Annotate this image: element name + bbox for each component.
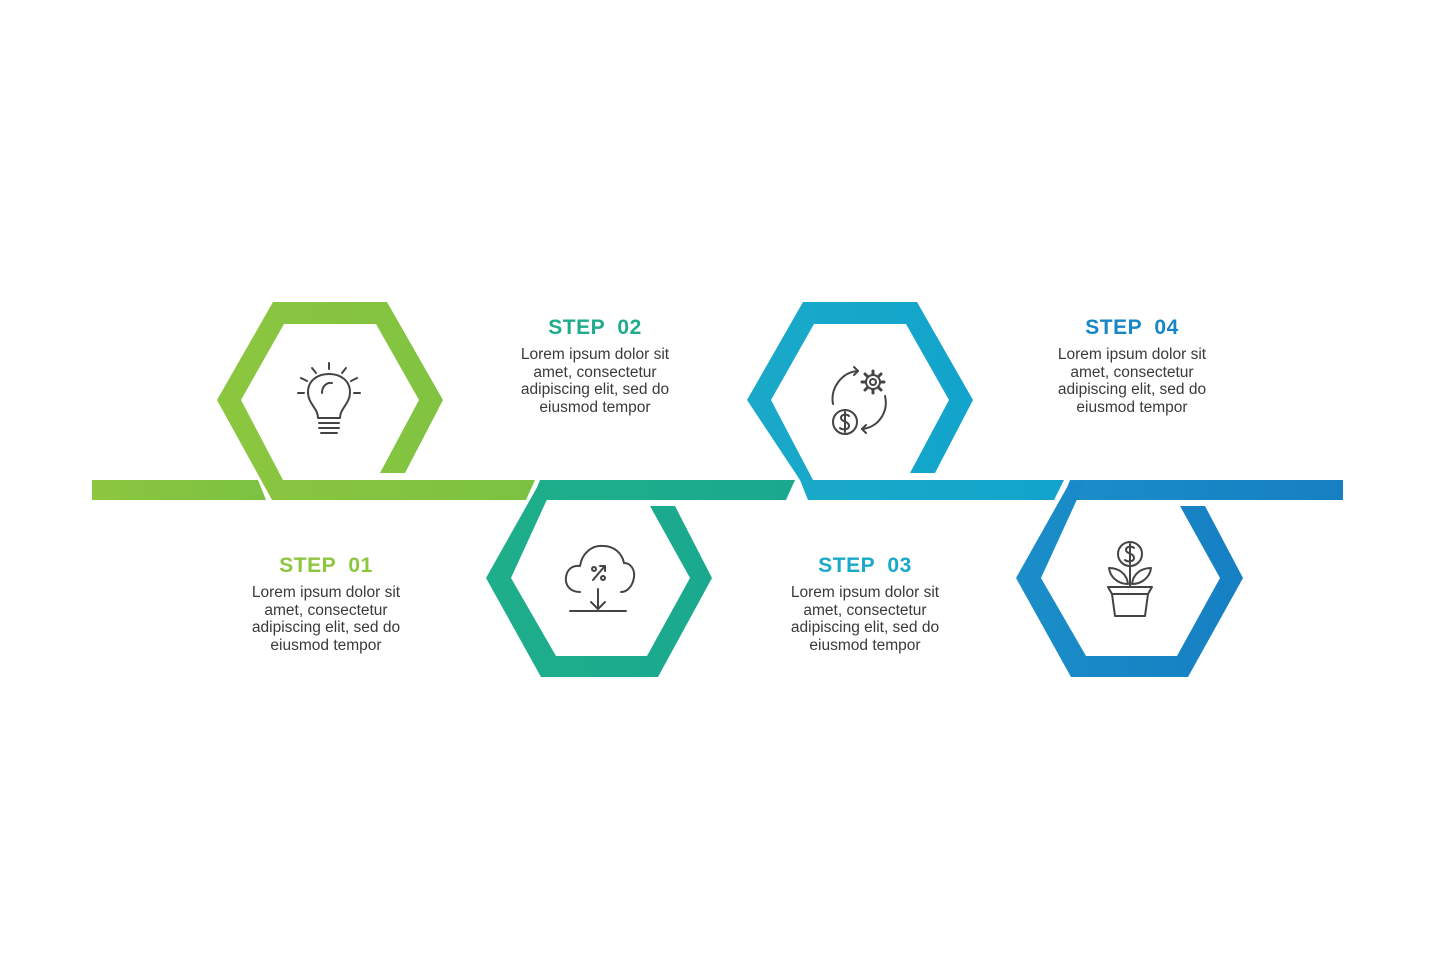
money-plant-icon bbox=[1107, 541, 1153, 617]
step-03-line-2: amet, consectetur bbox=[803, 601, 927, 619]
step-02-description: Lorem ipsum dolor sit amet, consectetur … bbox=[475, 346, 715, 416]
step-03-shape bbox=[747, 302, 1064, 500]
step-01-line-2: amet, consectetur bbox=[264, 601, 388, 619]
step-02-line-2: amet, consectetur bbox=[533, 363, 657, 381]
step-04-line-2: amet, consectetur bbox=[1070, 363, 1194, 381]
step-01-line-4: eiusmod tempor bbox=[270, 636, 382, 654]
step-04-shape bbox=[1016, 480, 1343, 677]
lightbulb-icon bbox=[297, 362, 361, 434]
step-01-title: STEP 01 bbox=[279, 554, 373, 577]
step-01-hexagon bbox=[217, 302, 535, 500]
step-03-text: STEP 03 Lorem ipsum dolor sit amet, cons… bbox=[745, 554, 985, 654]
step-04-line bbox=[1062, 480, 1343, 500]
step-01-line-1: Lorem ipsum dolor sit bbox=[251, 584, 401, 601]
step-02-text: STEP 02 Lorem ipsum dolor sit amet, cons… bbox=[475, 316, 715, 416]
step-04-line-1: Lorem ipsum dolor sit bbox=[1057, 346, 1207, 363]
step-02-line-1: Lorem ipsum dolor sit bbox=[520, 346, 670, 363]
step-03-line bbox=[800, 480, 1064, 500]
step-04-text: STEP 04 Lorem ipsum dolor sit amet, cons… bbox=[1012, 316, 1252, 416]
step-01-shape bbox=[92, 302, 535, 500]
step-02-title: STEP 02 bbox=[548, 316, 642, 339]
step-02-line bbox=[532, 480, 795, 500]
step-03-hexagon bbox=[747, 302, 973, 480]
step-01-line-3: adipiscing elit, sed do bbox=[251, 619, 401, 636]
step-04-description: Lorem ipsum dolor sit amet, consectetur … bbox=[1012, 346, 1252, 416]
step-03-line-1: Lorem ipsum dolor sit bbox=[790, 584, 940, 601]
step-02-hexagon bbox=[486, 482, 712, 677]
step-01-text: STEP 01 Lorem ipsum dolor sit amet, cons… bbox=[206, 554, 446, 654]
cloud-download-percent-icon bbox=[564, 544, 636, 612]
step-03-description: Lorem ipsum dolor sit amet, consectetur … bbox=[745, 584, 985, 654]
step-01-line bbox=[92, 480, 266, 500]
gear-money-cycle-icon bbox=[831, 366, 887, 435]
step-03-title: STEP 03 bbox=[818, 554, 912, 577]
step-04-title: STEP 04 bbox=[1085, 316, 1179, 339]
step-03-line-4: eiusmod tempor bbox=[809, 636, 921, 654]
step-02-line-4: eiusmod tempor bbox=[539, 398, 651, 416]
step-04-line-4: eiusmod tempor bbox=[1076, 398, 1188, 416]
step-03-line-3: adipiscing elit, sed do bbox=[790, 619, 940, 636]
step-02-shape bbox=[486, 480, 795, 677]
step-02-line-3: adipiscing elit, sed do bbox=[520, 381, 670, 398]
step-01-description: Lorem ipsum dolor sit amet, consectetur … bbox=[206, 584, 446, 654]
step-04-line-3: adipiscing elit, sed do bbox=[1057, 381, 1207, 398]
